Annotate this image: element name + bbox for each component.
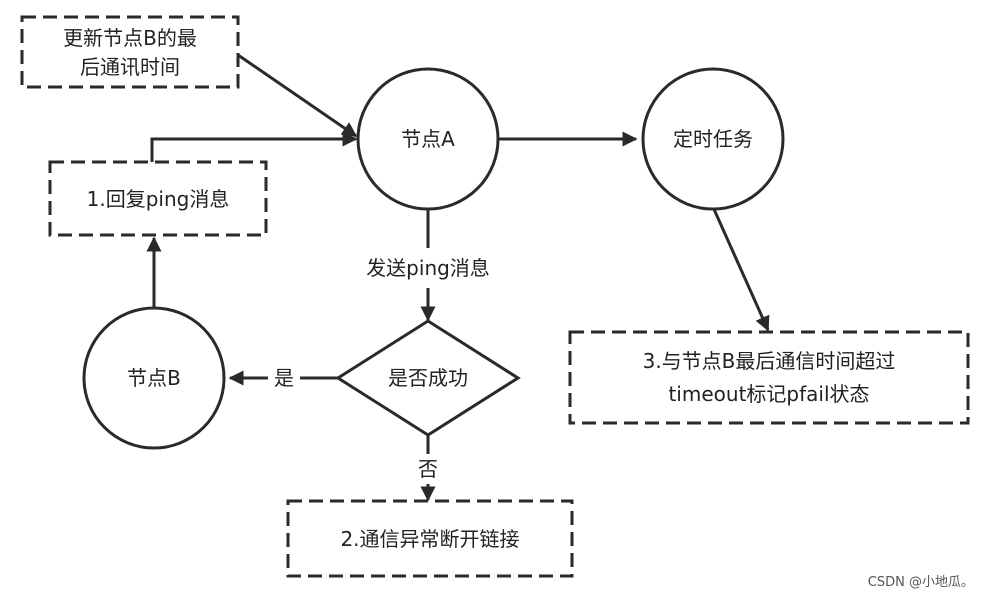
node-a-circle — [356, 67, 500, 211]
watermark: CSDN @小地瓜。 — [868, 575, 974, 590]
timeout-text-line1: 3.与节点B最后通信时间超过 — [643, 349, 896, 373]
disconnect-text: 2.通信异常断开链接 — [340, 527, 519, 551]
box-reply-ping — [48, 160, 268, 237]
box-timeout-pfail — [568, 330, 970, 425]
timer-task-text: 定时任务 — [673, 127, 753, 151]
reply-ping-text: 1.回复ping消息 — [87, 187, 230, 211]
edge-timer-to-timeout — [711, 206, 770, 332]
box-update-node-b — [20, 15, 240, 89]
no-label: 否 — [418, 457, 438, 481]
decision-diamond — [335, 319, 521, 437]
edge-update-to-node-a — [237, 53, 358, 138]
timer-task-circle — [641, 67, 785, 211]
update-b-text-line2: 后通讯时间 — [80, 55, 180, 79]
box-disconnect — [286, 499, 574, 578]
edge-reply-to-node-a — [150, 131, 358, 162]
timeout-text-line2: timeout标记pfail状态 — [668, 382, 869, 406]
node-a-text: 节点A — [401, 127, 455, 151]
success-question-text: 是否成功 — [388, 366, 468, 390]
yes-label: 是 — [274, 366, 294, 390]
node-b-circle — [82, 306, 226, 450]
send-ping-label: 发送ping消息 — [366, 256, 490, 280]
node-b-text: 节点B — [127, 366, 181, 390]
update-b-text-line1: 更新节点B的最 — [63, 26, 197, 50]
